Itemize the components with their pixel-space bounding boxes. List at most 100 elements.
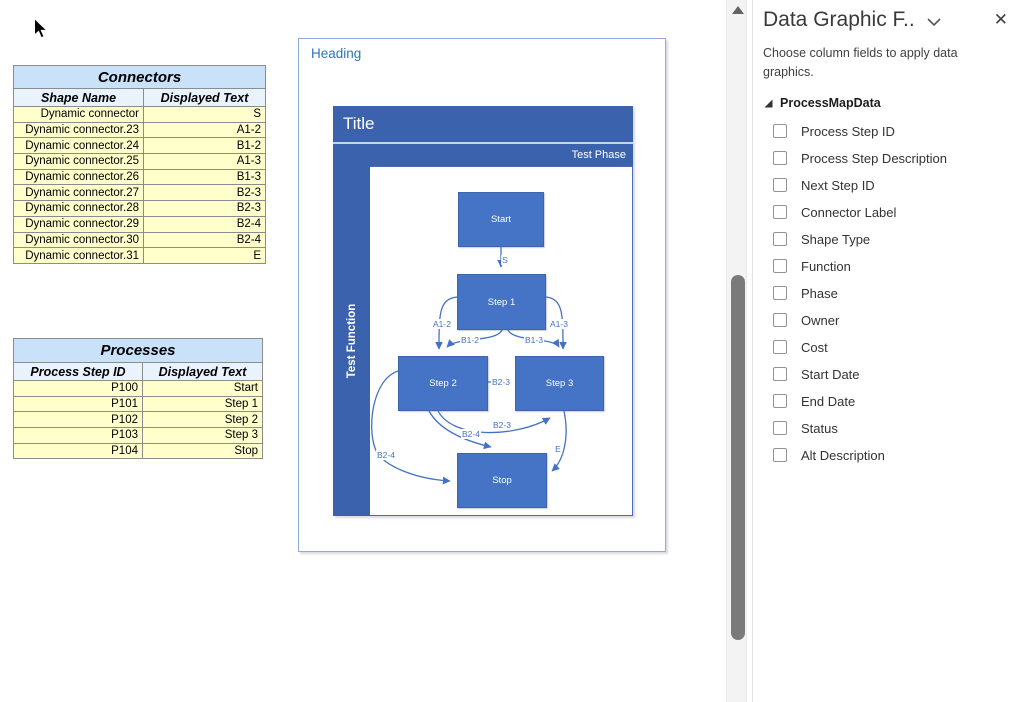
diagram-heading[interactable]: Heading <box>311 46 362 61</box>
field-row-shape-type[interactable]: Shape Type <box>753 226 1024 253</box>
expanded-triangle-icon <box>764 99 773 107</box>
table-cell[interactable]: B2-4 <box>143 215 266 233</box>
close-icon[interactable]: ✕ <box>993 10 1008 29</box>
processes-table-title[interactable]: Processes <box>13 338 263 363</box>
table-cell[interactable]: Dynamic connector.26 <box>13 168 144 186</box>
field-row-connector-label[interactable]: Connector Label <box>753 199 1024 226</box>
connector-label[interactable]: B2-3 <box>492 420 512 430</box>
field-row-process-step-id[interactable]: Process Step ID <box>753 118 1024 145</box>
table-cell[interactable]: Step 1 <box>142 395 263 413</box>
table-cell[interactable]: Start <box>142 380 263 397</box>
connector-label[interactable]: B1-2 <box>460 335 480 345</box>
flowchart-node-step1[interactable]: Step 1 <box>457 274 546 330</box>
table-cell[interactable]: Dynamic connector.30 <box>13 231 144 249</box>
field-row-phase[interactable]: Phase <box>753 280 1024 307</box>
table-cell[interactable]: B2-4 <box>143 231 266 249</box>
field-row-next-step-id[interactable]: Next Step ID <box>753 172 1024 199</box>
table-cell[interactable]: Dynamic connector <box>13 106 144 123</box>
checkbox[interactable] <box>773 421 787 435</box>
function-lane[interactable]: Test Function <box>333 166 370 516</box>
checkbox[interactable] <box>773 448 787 462</box>
field-row-function[interactable]: Function <box>753 253 1024 280</box>
table-cell[interactable]: Dynamic connector.28 <box>13 200 144 217</box>
connector-label[interactable]: B1-3 <box>524 335 544 345</box>
swimlane-title-bar[interactable]: Title <box>333 106 633 142</box>
connector-label[interactable]: B2-4 <box>461 429 481 439</box>
table-cell[interactable]: Dynamic connector.23 <box>13 121 144 139</box>
field-label: Function <box>801 258 851 274</box>
diagram-page[interactable]: Heading Title Test Phase Test Function S… <box>298 38 666 552</box>
checkbox[interactable] <box>773 286 787 300</box>
checkbox[interactable] <box>773 124 787 138</box>
table-cell[interactable]: B1-3 <box>143 168 266 186</box>
chevron-down-icon[interactable] <box>927 17 941 27</box>
checkbox[interactable] <box>773 259 787 273</box>
table-cell[interactable]: P102 <box>13 411 143 429</box>
connectors-table-title[interactable]: Connectors <box>13 65 266 89</box>
checkbox[interactable] <box>773 367 787 381</box>
table-cell[interactable]: Dynamic connector.24 <box>13 137 144 155</box>
table-cell[interactable]: B1-2 <box>143 137 266 155</box>
table-cell[interactable]: Dynamic connector.31 <box>13 247 144 264</box>
vertical-scrollbar-thumb[interactable] <box>731 275 745 640</box>
table-cell[interactable]: P101 <box>13 395 143 413</box>
table-cell[interactable]: Stop <box>142 442 263 460</box>
table-cell[interactable]: P100 <box>13 380 143 397</box>
checkbox[interactable] <box>773 340 787 354</box>
connector-label[interactable]: A1-3 <box>549 319 569 329</box>
flowchart-node-start[interactable]: Start <box>458 192 544 247</box>
table-cell[interactable]: B2-3 <box>143 184 266 202</box>
column-header[interactable]: Shape Name <box>13 88 144 107</box>
connector-label[interactable]: B2-3 <box>491 377 511 387</box>
flowchart-node-stop[interactable]: Stop <box>457 453 547 508</box>
table-cell[interactable]: Dynamic connector.27 <box>13 184 144 202</box>
table-cell[interactable]: E <box>143 247 266 264</box>
processes-table-header-row: Process Step ID Displayed Text <box>13 362 263 381</box>
table-cell[interactable]: Dynamic connector.29 <box>13 215 144 233</box>
field-row-alt-description[interactable]: Alt Description <box>753 442 1024 469</box>
checkbox[interactable] <box>773 178 787 192</box>
table-cell[interactable]: Step 2 <box>142 411 263 429</box>
flowchart-node-step2[interactable]: Step 2 <box>398 356 488 411</box>
table-cell[interactable]: Step 3 <box>142 427 263 444</box>
checkbox[interactable] <box>773 394 787 408</box>
field-row-process-step-description[interactable]: Process Step Description <box>753 145 1024 172</box>
field-row-end-date[interactable]: End Date <box>753 388 1024 415</box>
checkbox[interactable] <box>773 151 787 165</box>
connector-label[interactable]: A1-2 <box>432 319 452 329</box>
table-cell[interactable]: S <box>143 106 266 123</box>
checkbox[interactable] <box>773 232 787 246</box>
column-header[interactable]: Displayed Text <box>142 362 263 381</box>
section-processmapdata[interactable]: ProcessMapData <box>753 82 1024 110</box>
data-graphic-fields-panel: Data Graphic F.. ✕ Choose column fields … <box>752 0 1024 702</box>
table-cell[interactable]: Dynamic connector.25 <box>13 153 144 170</box>
scrollbar-up-arrow[interactable] <box>732 6 744 14</box>
table-cell[interactable]: P104 <box>13 442 143 460</box>
table-cell[interactable]: A1-2 <box>143 121 266 139</box>
field-row-start-date[interactable]: Start Date <box>753 361 1024 388</box>
field-row-owner[interactable]: Owner <box>753 307 1024 334</box>
column-header[interactable]: Process Step ID <box>13 362 143 381</box>
connector-label[interactable]: E <box>554 444 562 454</box>
table-cell[interactable]: P103 <box>13 427 143 444</box>
checkbox[interactable] <box>773 205 787 219</box>
phase-bar[interactable]: Test Phase <box>333 144 633 166</box>
table-cell[interactable]: A1-3 <box>143 153 266 170</box>
connector-label[interactable]: B2-4 <box>376 450 396 460</box>
field-label: Phase <box>801 285 838 301</box>
field-label: Cost <box>801 339 828 355</box>
column-header[interactable]: Displayed Text <box>143 88 266 107</box>
table-cell[interactable]: B2-3 <box>143 200 266 217</box>
connector-label[interactable]: S <box>501 255 509 265</box>
field-row-cost[interactable]: Cost <box>753 334 1024 361</box>
field-row-status[interactable]: Status <box>753 415 1024 442</box>
flowchart-node-step3[interactable]: Step 3 <box>515 356 604 411</box>
checkbox[interactable] <box>773 313 787 327</box>
